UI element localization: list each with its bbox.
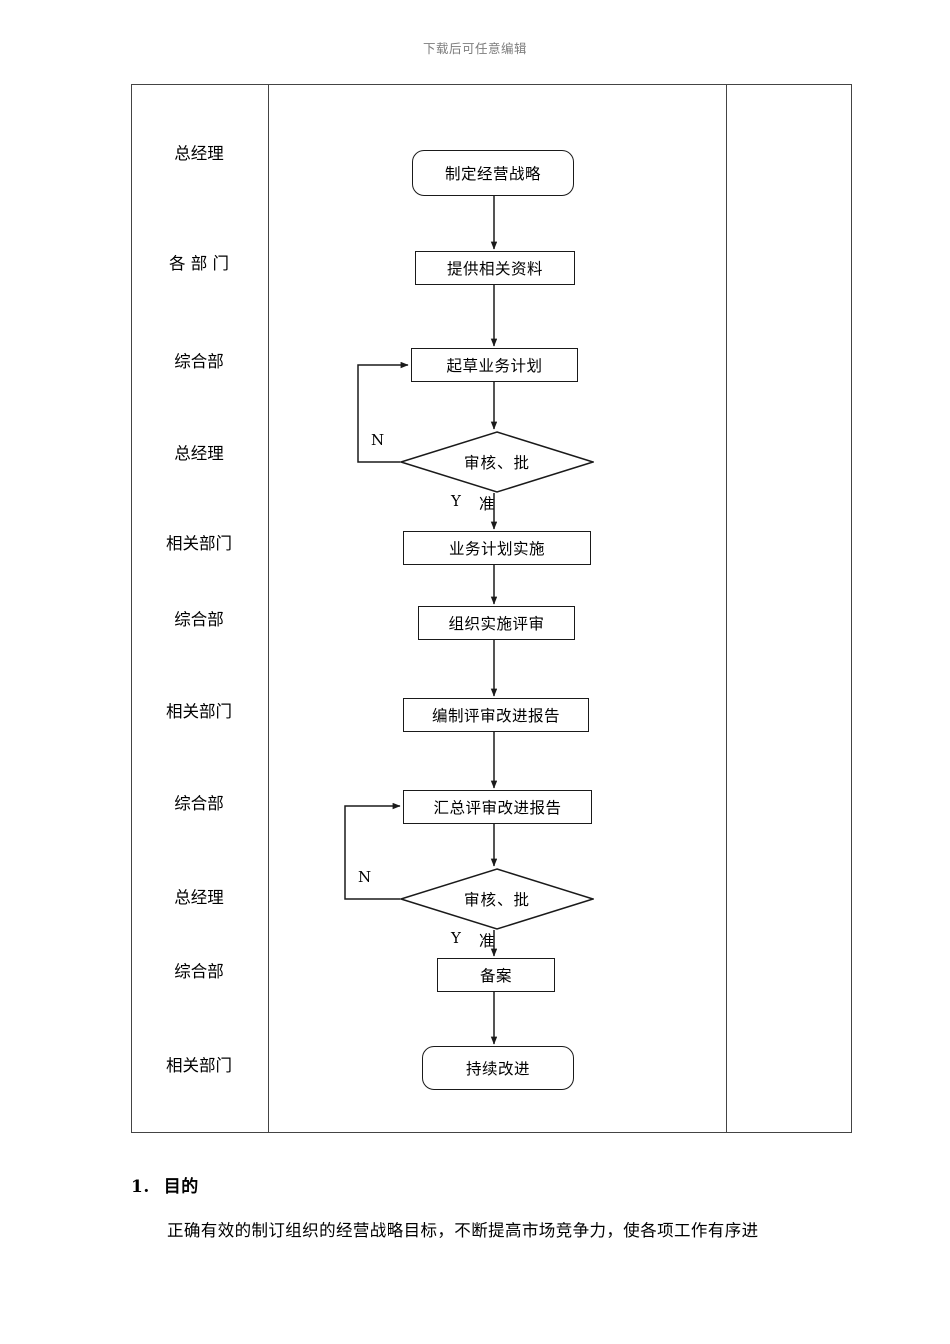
role-label: 综合部 xyxy=(174,610,224,629)
role-label: 总经理 xyxy=(174,444,224,463)
flow-decision-approval-1[interactable]: 审核、批 xyxy=(400,431,594,493)
section-paragraph: 正确有效的制订组织的经营战略目标，不断提高市场竞争力，使各项工作有序进 xyxy=(167,1221,759,1240)
section-number: 1. xyxy=(131,1177,150,1197)
decision-overflow-char: 准 xyxy=(479,495,495,513)
role-label: 相关部门 xyxy=(166,1056,232,1075)
role-label: 各 部 门 xyxy=(169,254,229,273)
column-divider-1 xyxy=(268,85,269,1132)
role-label: 总经理 xyxy=(174,888,224,907)
branch-label-no: N xyxy=(358,868,372,886)
role-label: 综合部 xyxy=(174,352,224,371)
branch-label-yes: Y xyxy=(451,492,461,510)
branch-label-yes: Y xyxy=(451,929,461,947)
section-heading: 1. 目的 xyxy=(131,1172,199,1197)
decision-label: 审核、批 xyxy=(463,454,530,472)
role-label: 综合部 xyxy=(174,962,224,981)
flow-node-draft-plan[interactable]: 起草业务计划 xyxy=(411,348,578,382)
flow-decision-approval-2[interactable]: 审核、批 xyxy=(400,868,594,930)
flow-node-archive[interactable]: 备案 xyxy=(437,958,555,992)
role-label: 总经理 xyxy=(174,144,224,163)
role-label: 综合部 xyxy=(174,794,224,813)
flow-node-prepare-report[interactable]: 编制评审改进报告 xyxy=(403,698,589,732)
decision-label: 审核、批 xyxy=(463,891,530,909)
flow-node-provide-data[interactable]: 提供相关资料 xyxy=(415,251,575,285)
branch-label-no: N xyxy=(371,431,385,449)
role-label: 相关部门 xyxy=(166,702,232,721)
flow-node-implement-plan[interactable]: 业务计划实施 xyxy=(403,531,591,565)
role-label: 相关部门 xyxy=(166,534,232,553)
flow-node-summarize-report[interactable]: 汇总评审改进报告 xyxy=(403,790,592,824)
flow-node-continuous-improvement[interactable]: 持续改进 xyxy=(422,1046,574,1090)
column-divider-2 xyxy=(726,85,727,1132)
decision-overflow-char: 准 xyxy=(479,932,495,950)
running-header: 下载后可任意编辑 xyxy=(422,41,527,56)
flow-node-start[interactable]: 制定经营战略 xyxy=(412,150,574,196)
flow-node-organize-review[interactable]: 组织实施评审 xyxy=(418,606,575,640)
section-title: 目的 xyxy=(163,1177,199,1197)
